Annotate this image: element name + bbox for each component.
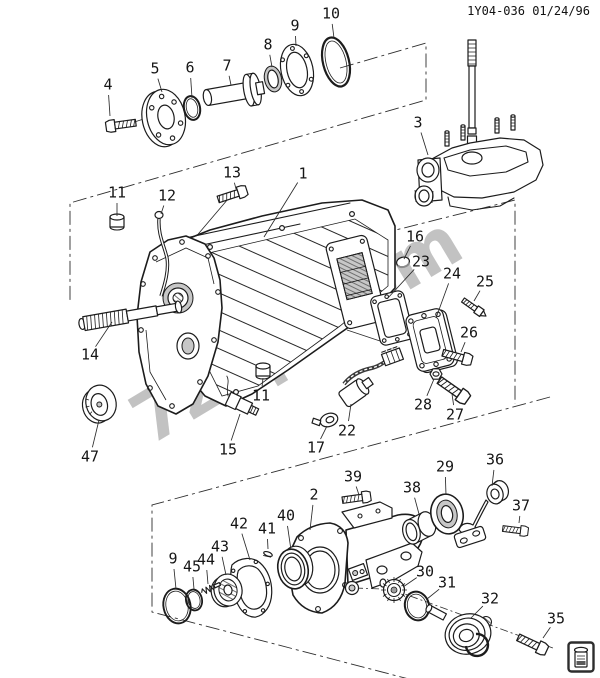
part-32-speedo-drive [425, 604, 492, 658]
part-1-main-case [136, 199, 396, 415]
part-39-bolt [341, 489, 373, 507]
part-47-cap [81, 384, 117, 424]
part-40-collar [276, 545, 314, 590]
part-29-seal [430, 493, 464, 535]
part-45-oring [184, 588, 204, 612]
part-24-cover [405, 308, 458, 374]
part-27-bolt [434, 373, 473, 407]
part-4-bolt [104, 116, 138, 134]
leader-lines [91, 23, 551, 639]
part-31-oring [403, 590, 431, 622]
part-16-plug [395, 256, 411, 269]
part-13-bolt [215, 183, 250, 206]
part-10-gasket-ring [320, 36, 352, 88]
doc-reference: 1Y04-036 01/24/96 [467, 4, 590, 18]
part-8-seal [263, 65, 283, 93]
part-11-plug [109, 213, 125, 231]
part-2-extension-housing [288, 501, 425, 614]
part-15-switch [224, 375, 260, 416]
part-9-gasket [279, 43, 315, 97]
part-37-bolt [501, 522, 530, 538]
part-25-stud [460, 297, 487, 318]
part-22-sensor-harness [338, 346, 405, 408]
part-7-bearing-retainer [202, 72, 266, 107]
part-9b-oring [162, 587, 192, 625]
part-3-shift-control [414, 39, 544, 211]
part-30-speedo-gear [379, 577, 407, 603]
part-17-sensor [311, 412, 339, 428]
part-41-pin [263, 550, 273, 558]
part-11-plug-b [255, 362, 271, 380]
part-28-nut [429, 368, 443, 380]
part-6-oring [182, 95, 202, 121]
part-23-cover-gasket [370, 290, 414, 346]
part-14-input-shaft [78, 300, 183, 332]
lubricant-icon [567, 641, 595, 673]
part-44-spring-pin [201, 581, 222, 594]
part-35-bolt [514, 631, 551, 658]
part-5-flange [141, 88, 187, 148]
part-36-lever-arm [453, 480, 510, 549]
